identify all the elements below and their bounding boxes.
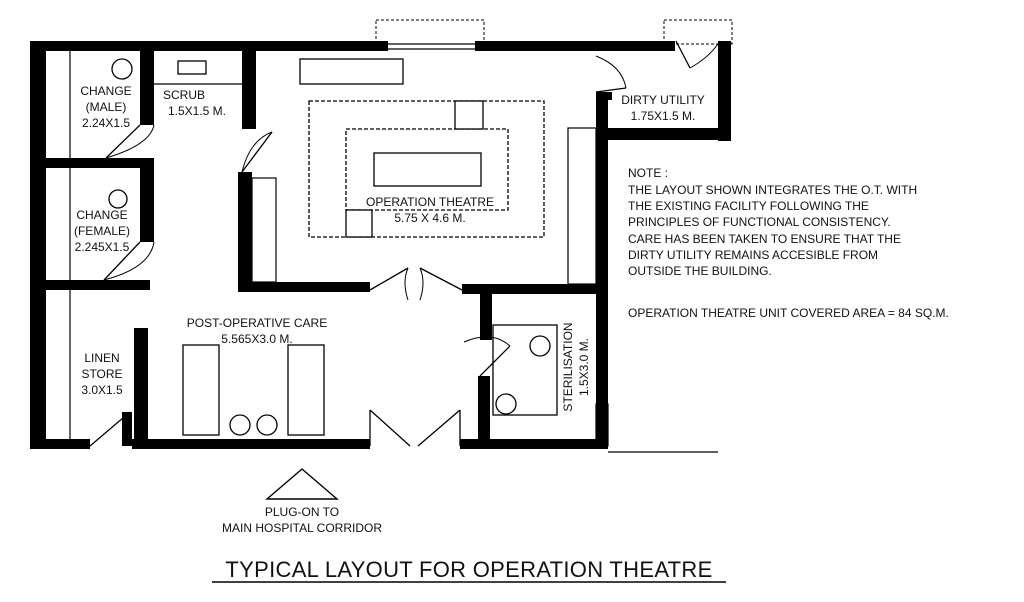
sterilisation-counter <box>492 324 558 416</box>
door-female <box>103 241 155 281</box>
postop-basin-1 <box>229 414 251 436</box>
postop-west-wall <box>134 328 148 449</box>
sterilisation-name: STERILISATION <box>561 322 575 411</box>
ot-west-wall <box>238 172 252 290</box>
ot-equipment-top <box>454 100 484 130</box>
ot-postop-wall-right <box>462 284 608 294</box>
note-line-3: PRINCIPLES OF FUNCTIONAL CONSISTENCY. <box>628 215 891 229</box>
note-line-1: THE LAYOUT SHOWN INTEGRATES THE O.T. WIT… <box>628 183 917 197</box>
room-labels: CHANGE (MALE) 2.24X1.5 SCRUB 1.5X1.5 M. … <box>74 84 705 535</box>
walls <box>30 41 731 449</box>
door-entry <box>369 409 461 447</box>
dirty-utility-east-wall <box>718 41 731 141</box>
dirty-utility-name: DIRTY UTILITY <box>621 93 705 107</box>
east-wall <box>596 92 608 446</box>
change-male-name-1: CHANGE <box>80 84 131 98</box>
operation-theatre-name: OPERATION THEATRE <box>366 195 494 209</box>
dirty-utility-size: 1.75X1.5 M. <box>631 109 696 123</box>
sterilisation-size: 1.5X3.0 M. <box>577 338 591 396</box>
page-title: TYPICAL LAYOUT FOR OPERATION THEATRE <box>225 557 712 582</box>
change-male-name-2: (MALE) <box>86 100 127 114</box>
linen-store-size: 3.0X1.5 <box>81 383 123 397</box>
recovery-bed-2 <box>287 344 325 436</box>
scrub-size: 1.5X1.5 M. <box>168 104 226 118</box>
post-operative-care-size: 5.565X3.0 M. <box>221 332 292 346</box>
dirty-utility-jamb <box>596 92 612 100</box>
outer-wall-top-left <box>30 41 388 51</box>
door-sterilisation <box>463 336 511 377</box>
door-dirty-utility-inner <box>595 55 627 93</box>
ot-window <box>388 43 475 50</box>
change-female-name-2: (FEMALE) <box>74 224 130 238</box>
scrub-sink <box>177 60 207 75</box>
operation-theatre-size: 5.75 X 4.6 M. <box>394 211 465 225</box>
outer-wall-bottom-right <box>460 439 608 449</box>
entry-arrow-icon <box>265 468 339 500</box>
autoclave <box>529 335 551 357</box>
ot-side-cabinet <box>251 177 277 283</box>
entry-label-1: PLUG-ON TO <box>265 505 339 519</box>
door-dirty-utility-outer <box>675 40 719 69</box>
sterilisation-sink <box>495 393 517 415</box>
entry-label-2: MAIN HOSPITAL CORRIDOR <box>222 521 382 535</box>
note-line-4: CARE HAS BEEN TAKEN TO ENSURE THAT THE <box>628 232 901 246</box>
note-area: OPERATION THEATRE UNIT COVERED AREA = 84… <box>628 306 949 320</box>
partition-male-scrub <box>140 41 154 125</box>
recovery-bed-1 <box>182 344 220 436</box>
utility-window-projection <box>663 19 733 45</box>
inner-lines <box>69 51 718 453</box>
note-line-2: THE EXISTING FACILITY FOLLOWING THE <box>628 199 869 213</box>
outer-wall-top-right <box>475 41 675 51</box>
operating-table <box>373 152 482 187</box>
dirty-utility-south-wall <box>596 128 731 140</box>
female-washbasin <box>108 189 128 209</box>
note-line-5: DIRTY UTILITY REMAINS ACCESIBLE FROM <box>628 248 878 262</box>
door-ot-postop <box>369 267 463 301</box>
note-line-6: OUTSIDE THE BUILDING. <box>628 264 772 278</box>
change-female-size: 2.245X1.5 <box>75 240 130 254</box>
outer-wall-bottom-left <box>30 439 90 449</box>
postop-basin-2 <box>256 414 278 436</box>
furniture <box>108 58 558 436</box>
outer-wall-bottom-postop <box>132 439 370 449</box>
outer-wall-left <box>30 41 46 449</box>
sterilisation-west-wall-bottom <box>478 376 490 446</box>
linen-door-jamb <box>122 412 132 446</box>
partition-male-female <box>46 158 154 168</box>
door-scrub <box>241 131 273 173</box>
scrub-name: SCRUB <box>163 88 205 102</box>
sterilisation-west-wall-top <box>480 294 492 340</box>
ot-postop-wall-left <box>238 282 370 292</box>
linen-store-name-1: LINEN <box>84 351 119 365</box>
doors <box>89 40 719 447</box>
ot-equipment-bottom <box>345 209 373 238</box>
ot-east-cabinet <box>567 127 597 285</box>
note-heading: NOTE : <box>628 166 668 180</box>
change-male-size: 2.24X1.5 <box>82 116 130 130</box>
linen-store-name-2: STORE <box>81 367 122 381</box>
ot-window-projection <box>375 19 485 45</box>
partition-female-linen <box>46 280 150 290</box>
ot-light-zone-outer <box>308 100 545 238</box>
sterilisation-window <box>595 403 609 447</box>
partition-female-east <box>140 158 154 242</box>
ot-light-zone-inner <box>345 128 509 211</box>
door-male <box>105 124 155 159</box>
ot-counter <box>299 58 404 85</box>
male-washbasin <box>111 58 133 80</box>
scrub-ot-wall <box>242 41 256 129</box>
door-linen <box>89 411 131 447</box>
windows <box>375 19 733 45</box>
post-operative-care-name: POST-OPERATIVE CARE <box>187 316 327 330</box>
note-block: NOTE : THE LAYOUT SHOWN INTEGRATES THE O… <box>628 166 949 320</box>
change-female-name-1: CHANGE <box>76 208 127 222</box>
